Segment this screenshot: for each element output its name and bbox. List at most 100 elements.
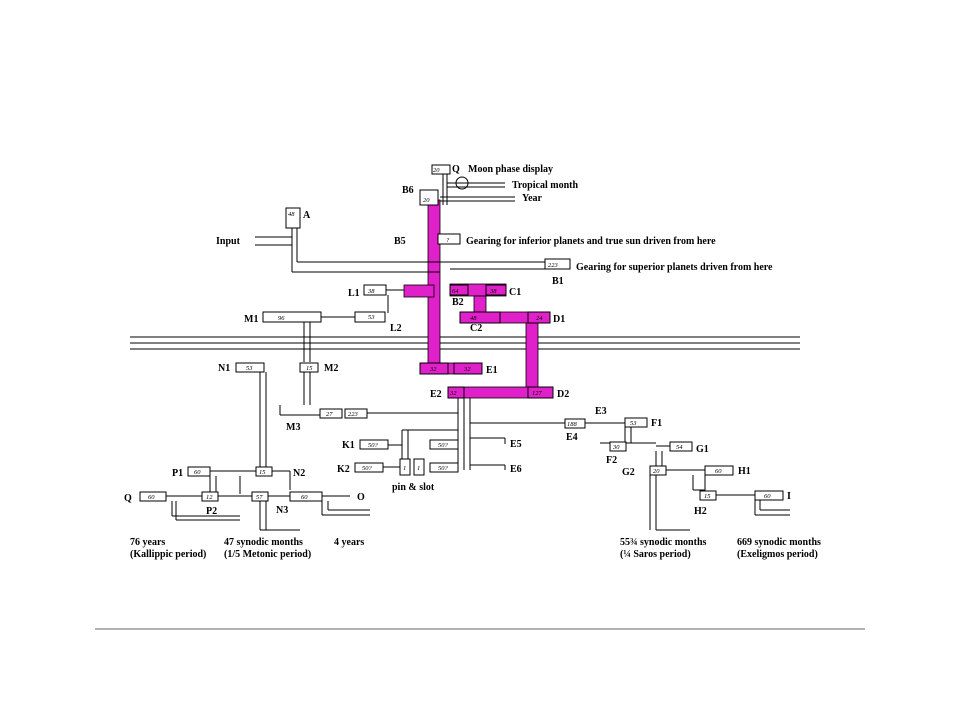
gear-e5 (429, 439, 459, 450)
label-e6: E6 (510, 464, 522, 475)
svg-text:57: 57 (256, 494, 263, 501)
label-f2: F2 (606, 455, 617, 466)
inferior-label: Gearing for inferior planets and true su… (466, 236, 716, 247)
svg-text:32: 32 (449, 390, 457, 397)
svg-text:223: 223 (348, 411, 359, 418)
svg-text:20: 20 (653, 468, 660, 475)
left-lower-gears: P1 60 15 N2 Q 60 12 57 60 O P2 N3 (124, 466, 370, 531)
label-e2: E2 (430, 389, 442, 400)
svg-text:20: 20 (433, 167, 440, 174)
svg-text:60: 60 (148, 494, 155, 501)
gear-b5 (437, 233, 461, 245)
svg-text:48: 48 (470, 315, 477, 322)
label-h2: H2 (694, 506, 707, 517)
pin-a (399, 458, 411, 476)
label-k2: K2 (337, 464, 350, 475)
svg-text:53: 53 (368, 314, 375, 321)
label-p2: P2 (206, 506, 217, 517)
label-q: Q (452, 164, 460, 175)
frame-shafts (130, 336, 800, 350)
label-n3: N3 (276, 505, 288, 516)
svg-text:55¾ synodic months: 55¾ synodic months (620, 537, 707, 548)
svg-text:47 synodic months: 47 synodic months (224, 537, 303, 548)
svg-text:60: 60 (764, 493, 771, 500)
svg-text:38: 38 (367, 288, 375, 295)
superior-label: Gearing for superior planets driven from… (576, 262, 773, 273)
label-b5: B5 (394, 236, 406, 247)
pin-b (413, 458, 425, 476)
svg-text:64: 64 (452, 288, 459, 295)
svg-text:60: 60 (301, 494, 308, 501)
svg-text:50?: 50? (368, 442, 379, 449)
label-m2: M2 (324, 363, 338, 374)
gear-b1 (544, 258, 571, 270)
svg-text:4 years: 4 years (334, 537, 364, 548)
label-k1: K1 (342, 440, 355, 451)
label-m3: M3 (286, 422, 300, 433)
gear-l2 (354, 311, 386, 323)
svg-text:15: 15 (259, 469, 266, 476)
gear-q (431, 164, 451, 175)
svg-text:54: 54 (676, 444, 683, 451)
svg-text:15: 15 (704, 493, 711, 500)
middle-gears: 38 L1 64 B2 38 C1 96 M1 53 L2 48 C2 24 D… (244, 284, 565, 362)
svg-text:(Exeligmos period): (Exeligmos period) (737, 549, 818, 560)
label-l2: L2 (390, 323, 402, 334)
label-o: O (357, 492, 365, 503)
svg-text:96: 96 (278, 315, 285, 322)
label-e3: E3 (595, 406, 607, 417)
gear-a (285, 207, 301, 229)
label-m1: M1 (244, 314, 258, 325)
label-e5: E5 (510, 439, 522, 450)
svg-text:38: 38 (489, 288, 497, 295)
label-e4: E4 (566, 432, 578, 443)
svg-text:60: 60 (715, 468, 722, 475)
label-a: A (303, 210, 311, 221)
label-n1: N1 (218, 363, 230, 374)
lower-middle-gears: 53 N1 15 M2 32 32 E1 32 E2 127 D2 27 223… (218, 362, 791, 531)
label-p1: P1 (172, 468, 183, 479)
label-l1: L1 (348, 288, 360, 299)
svg-text:76 years: 76 years (130, 537, 165, 548)
year-label: Year (522, 193, 543, 204)
svg-text:50?: 50? (438, 465, 449, 472)
svg-text:188: 188 (567, 421, 578, 428)
label-b2: B2 (452, 297, 464, 308)
label-n2: N2 (293, 468, 305, 479)
tropical-month-label: Tropical month (512, 180, 578, 191)
svg-text:(¼ Saros period): (¼ Saros period) (620, 549, 691, 560)
top-gears: 20 Q Moon phase display Tropical month Y… (216, 164, 773, 287)
label-c2: C2 (470, 323, 482, 334)
svg-text:53: 53 (630, 420, 637, 427)
svg-text:32: 32 (463, 366, 471, 373)
label-i: I (787, 491, 791, 502)
svg-text:20: 20 (423, 197, 430, 204)
svg-text:1: 1 (417, 465, 420, 472)
pin-slot-label: pin & slot (392, 482, 435, 493)
svg-text:223: 223 (548, 262, 559, 269)
svg-text:60: 60 (194, 469, 201, 476)
label-f1: F1 (651, 418, 662, 429)
svg-text:27: 27 (326, 411, 333, 418)
gear-m1 (262, 311, 322, 323)
label-g2: G2 (622, 467, 635, 478)
gear-n1 (235, 362, 265, 373)
svg-text:127: 127 (532, 390, 543, 397)
label-e1: E1 (486, 365, 498, 376)
svg-text:50?: 50? (438, 442, 449, 449)
svg-text:48: 48 (288, 211, 295, 218)
label-b6: B6 (402, 185, 414, 196)
moon-phase-label: Moon phase display (468, 164, 553, 175)
label-b1: B1 (552, 276, 564, 287)
svg-text:53: 53 (246, 365, 253, 372)
svg-text:24: 24 (536, 315, 543, 322)
gear-m2 (299, 362, 319, 373)
gear-e6 (429, 462, 459, 473)
label-h1: H1 (738, 466, 751, 477)
svg-text:50?: 50? (362, 465, 373, 472)
svg-text:?: ? (446, 237, 450, 244)
label-c1: C1 (509, 287, 521, 298)
gear-m3a (319, 408, 343, 419)
svg-text:12: 12 (206, 494, 213, 501)
svg-text:(1/5 Metonic period): (1/5 Metonic period) (224, 549, 311, 560)
